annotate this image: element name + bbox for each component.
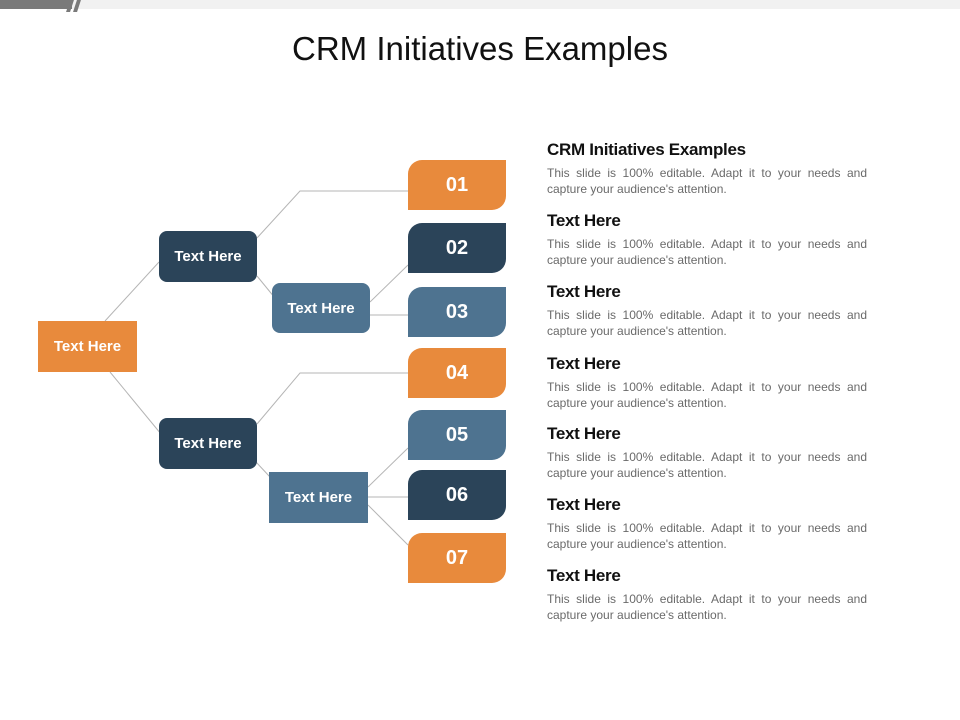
description-item: CRM Initiatives Examples This slide is 1… xyxy=(547,140,867,197)
number-box-03: 03 xyxy=(408,287,506,337)
connector-sub-07 xyxy=(367,504,409,546)
description-title: Text Here xyxy=(547,211,621,230)
connector-bottom-sub xyxy=(255,461,271,478)
description-text: This slide is 100% editable. Adapt it to… xyxy=(547,380,867,410)
description-text: This slide is 100% editable. Adapt it to… xyxy=(547,166,867,196)
connector-sub-02 xyxy=(369,264,409,303)
description-title: Text Here xyxy=(547,495,621,514)
description-item: Text Here This slide is 100% editable. A… xyxy=(547,282,867,339)
tree-sub-bottom-label: Text Here xyxy=(284,489,353,506)
description-text: This slide is 100% editable. Adapt it to… xyxy=(547,450,867,480)
tree-root-node: Text Here xyxy=(38,321,137,372)
description-title: Text Here xyxy=(547,566,621,585)
top-decor-dark-segment xyxy=(0,0,72,9)
number-label: 07 xyxy=(445,546,469,569)
number-label: 02 xyxy=(445,236,469,259)
description-item: Text Here This slide is 100% editable. A… xyxy=(547,354,867,411)
number-label: 06 xyxy=(445,483,469,506)
description-item: Text Here This slide is 100% editable. A… xyxy=(547,424,867,481)
number-label: 01 xyxy=(445,173,469,196)
description-text: This slide is 100% editable. Adapt it to… xyxy=(547,237,867,267)
connector-sub-05 xyxy=(367,447,409,488)
number-label: 03 xyxy=(445,300,469,323)
number-box-06: 06 xyxy=(408,470,506,520)
tree-branch-bottom-node: Text Here xyxy=(159,418,257,469)
connector-top-01 xyxy=(256,190,408,239)
number-label: 05 xyxy=(445,423,469,446)
description-text: This slide is 100% editable. Adapt it to… xyxy=(547,592,867,622)
number-box-07: 07 xyxy=(408,533,506,583)
number-box-05: 05 xyxy=(408,410,506,460)
tree-branch-top-label: Text Here xyxy=(174,248,242,265)
tree-branch-bottom-label: Text Here xyxy=(174,435,242,452)
description-text: This slide is 100% editable. Adapt it to… xyxy=(547,521,867,551)
description-item: Text Here This slide is 100% editable. A… xyxy=(547,495,867,552)
description-title: Text Here xyxy=(547,354,621,373)
description-title: Text Here xyxy=(547,424,621,443)
number-label: 04 xyxy=(445,361,469,384)
description-item: Text Here This slide is 100% editable. A… xyxy=(547,211,867,268)
connector-root-top xyxy=(104,261,160,322)
number-box-02: 02 xyxy=(408,223,506,273)
description-item: Text Here This slide is 100% editable. A… xyxy=(547,566,867,623)
tree-sub-bottom-node: Text Here xyxy=(269,472,368,523)
tree-sub-top-node: Text Here xyxy=(272,283,370,333)
page-title: CRM Initiatives Examples xyxy=(292,30,668,67)
number-box-04: 04 xyxy=(408,348,506,398)
connector-bottom-04 xyxy=(256,372,408,425)
description-title: CRM Initiatives Examples xyxy=(547,140,746,159)
connector-root-bottom xyxy=(109,371,162,435)
description-text: This slide is 100% editable. Adapt it to… xyxy=(547,308,867,338)
description-title: Text Here xyxy=(547,282,621,301)
tree-root-label: Text Here xyxy=(53,338,122,355)
tree-sub-top-label: Text Here xyxy=(287,299,355,317)
number-box-01: 01 xyxy=(408,160,506,210)
tree-branch-top-node: Text Here xyxy=(159,231,257,282)
top-decor-bar xyxy=(0,0,960,9)
